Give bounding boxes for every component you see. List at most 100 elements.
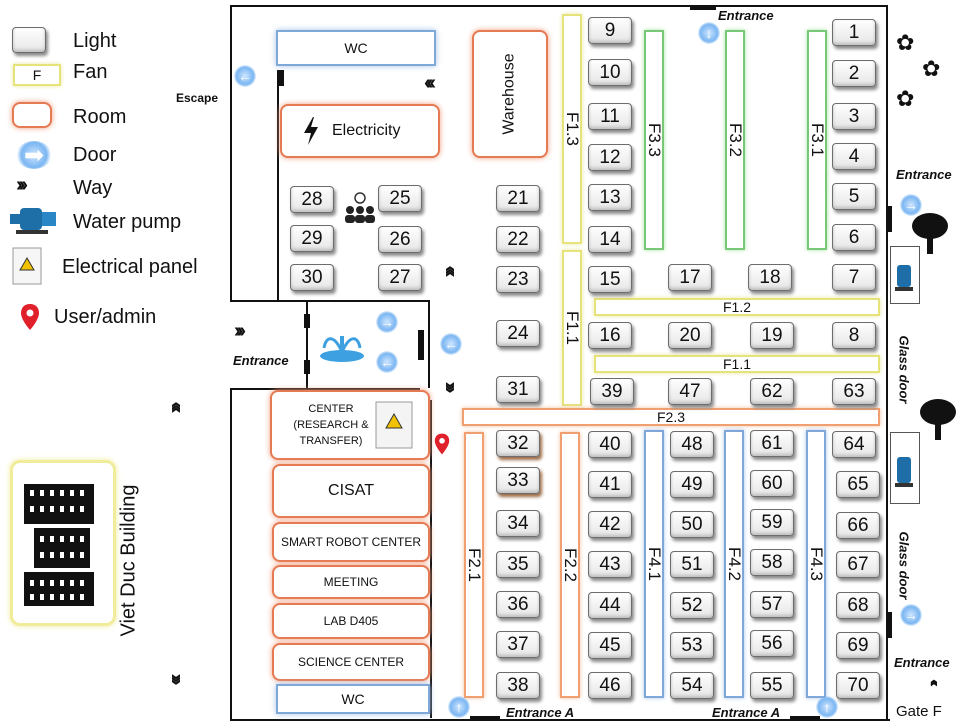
- light-45[interactable]: 45: [588, 632, 632, 659]
- light-28[interactable]: 28: [290, 186, 334, 213]
- light-35[interactable]: 35: [496, 551, 540, 578]
- light-53[interactable]: 53: [670, 632, 714, 659]
- room-electricity[interactable]: Electricity: [280, 104, 440, 158]
- light-44[interactable]: 44: [588, 592, 632, 619]
- light-7[interactable]: 7: [832, 264, 876, 291]
- fan-f3-3[interactable]: F3.3: [644, 30, 664, 250]
- light-8[interactable]: 8: [832, 322, 876, 349]
- light-68[interactable]: 68: [836, 592, 880, 619]
- light-5[interactable]: 5: [832, 183, 876, 210]
- light-16[interactable]: 16: [588, 322, 632, 349]
- light-2[interactable]: 2: [832, 60, 876, 87]
- door-top-entrance-icon[interactable]: ↓: [698, 22, 720, 44]
- light-50[interactable]: 50: [670, 511, 714, 538]
- room-wc-top[interactable]: WC: [276, 30, 436, 66]
- light-34[interactable]: 34: [496, 510, 540, 537]
- light-37[interactable]: 37: [496, 631, 540, 658]
- fan-f4-3[interactable]: F4.3: [806, 430, 826, 698]
- light-47[interactable]: 47: [668, 378, 712, 405]
- door-entrance-a-right-icon[interactable]: ↑: [816, 696, 838, 718]
- light-42[interactable]: 42: [588, 511, 632, 538]
- light-19[interactable]: 19: [750, 322, 794, 349]
- fan-f4-1[interactable]: F4.1: [644, 430, 664, 698]
- door-corridor-right-icon[interactable]: ←: [440, 333, 462, 355]
- fan-f3-2[interactable]: F3.2: [725, 30, 745, 250]
- light-49[interactable]: 49: [670, 471, 714, 498]
- light-32[interactable]: 32: [496, 430, 540, 457]
- light-10[interactable]: 10: [588, 59, 632, 86]
- light-39[interactable]: 39: [590, 378, 634, 405]
- fan-f1-1-horizontal[interactable]: F1.1: [594, 355, 880, 373]
- room-cisat[interactable]: CISAT: [272, 464, 430, 518]
- light-31[interactable]: 31: [496, 376, 540, 403]
- light-23[interactable]: 23: [496, 266, 540, 293]
- light-69[interactable]: 69: [836, 632, 880, 659]
- light-6[interactable]: 6: [832, 224, 876, 251]
- light-17[interactable]: 17: [668, 264, 712, 291]
- light-59[interactable]: 59: [750, 509, 794, 536]
- light-51[interactable]: 51: [670, 551, 714, 578]
- fan-f1-2[interactable]: F1.2: [594, 298, 880, 316]
- light-62[interactable]: 62: [750, 378, 794, 405]
- fan-f2-1[interactable]: F2.1: [464, 432, 484, 698]
- light-40[interactable]: 40: [588, 431, 632, 458]
- door-glass-icon[interactable]: →: [900, 604, 922, 626]
- light-30[interactable]: 30: [290, 264, 334, 291]
- light-33[interactable]: 33: [496, 467, 540, 494]
- light-1[interactable]: 1: [832, 19, 876, 46]
- light-58[interactable]: 58: [750, 549, 794, 576]
- light-27[interactable]: 27: [378, 264, 422, 291]
- room-meeting[interactable]: MEETING: [272, 565, 430, 599]
- light-64[interactable]: 64: [832, 431, 876, 458]
- fan-f3-1[interactable]: F3.1: [807, 30, 827, 250]
- light-52[interactable]: 52: [670, 592, 714, 619]
- light-38[interactable]: 38: [496, 672, 540, 699]
- light-54[interactable]: 54: [670, 672, 714, 699]
- light-15[interactable]: 15: [588, 266, 632, 293]
- room-wc-bottom[interactable]: WC: [276, 684, 430, 714]
- light-60[interactable]: 60: [750, 470, 794, 497]
- light-46[interactable]: 46: [588, 672, 632, 699]
- light-70[interactable]: 70: [836, 672, 880, 699]
- door-escape-icon[interactable]: ←: [234, 65, 256, 87]
- door-entrance-a-left-icon[interactable]: ↑: [448, 696, 470, 718]
- room-warehouse[interactable]: Warehouse: [472, 30, 548, 158]
- light-29[interactable]: 29: [290, 225, 334, 252]
- door-corridor-in-icon[interactable]: →: [376, 311, 398, 333]
- light-65[interactable]: 65: [836, 471, 880, 498]
- light-48[interactable]: 48: [670, 431, 714, 458]
- fan-f2-2[interactable]: F2.2: [560, 432, 580, 698]
- light-20[interactable]: 20: [668, 322, 712, 349]
- light-18[interactable]: 18: [748, 264, 792, 291]
- fan-f2-3[interactable]: F2.3: [462, 408, 880, 426]
- light-12[interactable]: 12: [588, 144, 632, 171]
- user-admin-marker[interactable]: [434, 432, 450, 456]
- light-63[interactable]: 63: [832, 378, 876, 405]
- light-24[interactable]: 24: [496, 320, 540, 347]
- room-smart-robot[interactable]: SMART ROBOT CENTER: [272, 522, 430, 562]
- fan-f4-2[interactable]: F4.2: [724, 430, 744, 698]
- light-25[interactable]: 25: [378, 185, 422, 212]
- light-26[interactable]: 26: [378, 226, 422, 253]
- light-36[interactable]: 36: [496, 591, 540, 618]
- light-14[interactable]: 14: [588, 226, 632, 253]
- light-41[interactable]: 41: [588, 471, 632, 498]
- fan-f1-1-vertical[interactable]: F1.1: [562, 250, 582, 406]
- light-57[interactable]: 57: [750, 591, 794, 618]
- light-9[interactable]: 9: [588, 17, 632, 44]
- light-67[interactable]: 67: [836, 551, 880, 578]
- door-corridor-out-icon[interactable]: ←: [376, 351, 398, 373]
- light-3[interactable]: 3: [832, 103, 876, 130]
- door-right-entrance-icon[interactable]: →: [900, 194, 922, 216]
- room-lab[interactable]: LAB D405: [272, 603, 430, 639]
- light-21[interactable]: 21: [496, 185, 540, 212]
- light-56[interactable]: 56: [750, 630, 794, 657]
- room-science[interactable]: SCIENCE CENTER: [272, 643, 430, 681]
- light-11[interactable]: 11: [588, 103, 632, 130]
- light-22[interactable]: 22: [496, 226, 540, 253]
- light-61[interactable]: 61: [750, 430, 794, 457]
- fan-f1-3[interactable]: F1.3: [562, 14, 582, 244]
- light-55[interactable]: 55: [750, 672, 794, 699]
- light-13[interactable]: 13: [588, 184, 632, 211]
- light-43[interactable]: 43: [588, 551, 632, 578]
